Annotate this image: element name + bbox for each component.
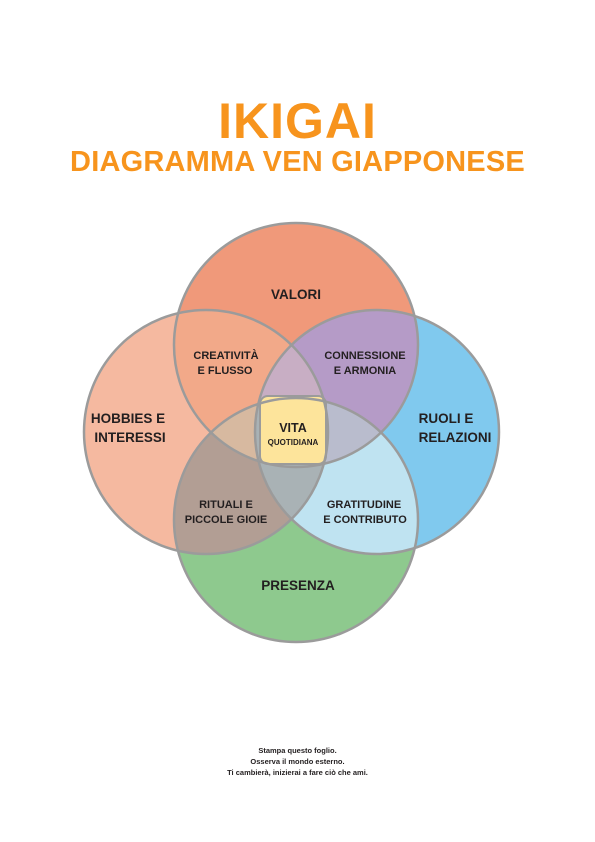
footer-line-2: Osserva il mondo esterno.: [250, 757, 345, 766]
label-gratitudine-line1: GRATITUDINE: [327, 499, 401, 511]
footer-note: Stampa questo foglio. Osserva il mondo e…: [0, 745, 595, 778]
footer-line-3: Ti cambierà, inizierai a fare ciò che am…: [227, 768, 368, 777]
label-gratitudine-line2: E CONTRIBUTO: [323, 514, 407, 526]
label-connessione-line2: E ARMONIA: [334, 365, 397, 377]
label-hobbies-line2: INTERESSI: [94, 430, 165, 445]
center-vita-box: [259, 395, 327, 465]
label-hobbies-line1: HOBBIES E: [91, 411, 165, 426]
label-ruoli-line1: RUOLI E: [419, 411, 474, 426]
footer-line-1: Stampa questo foglio.: [258, 746, 337, 755]
label-creativita-line2: E FLUSSO: [197, 365, 252, 377]
label-vita: VITA: [279, 421, 307, 435]
label-valori: VALORI: [271, 287, 321, 302]
label-quotidiana: QUOTIDIANA: [268, 438, 319, 447]
label-connessione-line1: CONNESSIONE: [324, 350, 405, 362]
label-presenza: PRESENZA: [261, 578, 335, 593]
page-subtitle: DIAGRAMMA VEN GIAPPONESE: [70, 146, 525, 178]
label-rituali-line2: PICCOLE GIOIE: [185, 514, 268, 526]
label-ruoli-line2: RELAZIONI: [419, 430, 492, 445]
circle-outlines: [82, 221, 501, 644]
page-title: IKIGAI: [218, 93, 377, 149]
label-rituali-line1: RITUALI E: [199, 499, 253, 511]
label-creativita-line1: CREATIVITÀ: [193, 349, 258, 362]
